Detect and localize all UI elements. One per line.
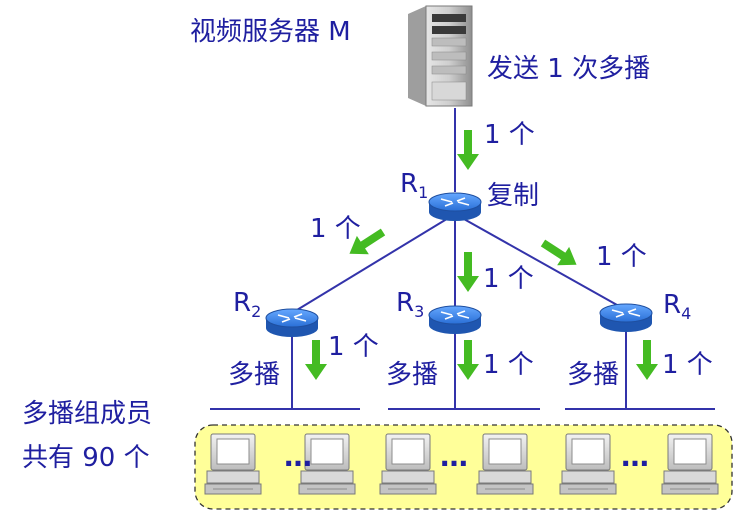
arrow-r4-to-lan (636, 340, 658, 380)
arrow-r1-to-r3 (457, 252, 479, 292)
router-r2-icon (265, 308, 319, 338)
router-r1-label: R1 (400, 169, 428, 202)
multicast-label-lan3: 多播 (386, 360, 438, 390)
ellipsis-lan4: … (621, 440, 649, 473)
count-label-r3: 1 个 (483, 264, 534, 294)
router-r4-icon (599, 303, 653, 333)
pc-icon (661, 433, 719, 495)
arrow-r1-to-r4 (537, 233, 583, 275)
count-label-r2: 1 个 (310, 214, 361, 244)
pc-icon (379, 433, 437, 495)
copy-label: 复制 (487, 181, 539, 211)
arrow-r3-to-lan (457, 340, 479, 380)
count-label-server: 1 个 (484, 120, 535, 150)
router-r3-label: R3 (396, 288, 424, 321)
group-label-line1: 多播组成员 (22, 399, 152, 429)
arrow-server-to-r1 (457, 130, 479, 170)
pc-icon (559, 433, 617, 495)
multicast-label-lan4: 多播 (567, 360, 619, 390)
send-label: 发送 1 次多播 (487, 54, 650, 84)
count-label-lan2: 1 个 (328, 332, 379, 362)
group-label-line2: 共有 90 个 (22, 443, 150, 473)
arrow-r2-to-lan (305, 340, 327, 380)
router-r2-label: R2 (233, 288, 261, 321)
count-label-lan4: 1 个 (662, 350, 713, 380)
ellipsis-lan2: … (284, 440, 312, 473)
server-icon (408, 5, 473, 107)
pc-icon (476, 433, 534, 495)
count-label-lan3: 1 个 (483, 350, 534, 380)
server-label: 视频服务器 M (190, 17, 351, 47)
router-r3-icon (428, 305, 482, 335)
router-r4-label: R4 (663, 290, 691, 323)
network-links (210, 108, 715, 410)
count-label-r4: 1 个 (596, 242, 647, 272)
multicast-label-lan2: 多播 (228, 360, 280, 390)
pc-icon (204, 433, 262, 495)
ellipsis-lan3: … (440, 440, 468, 473)
router-r1-icon (428, 192, 482, 222)
